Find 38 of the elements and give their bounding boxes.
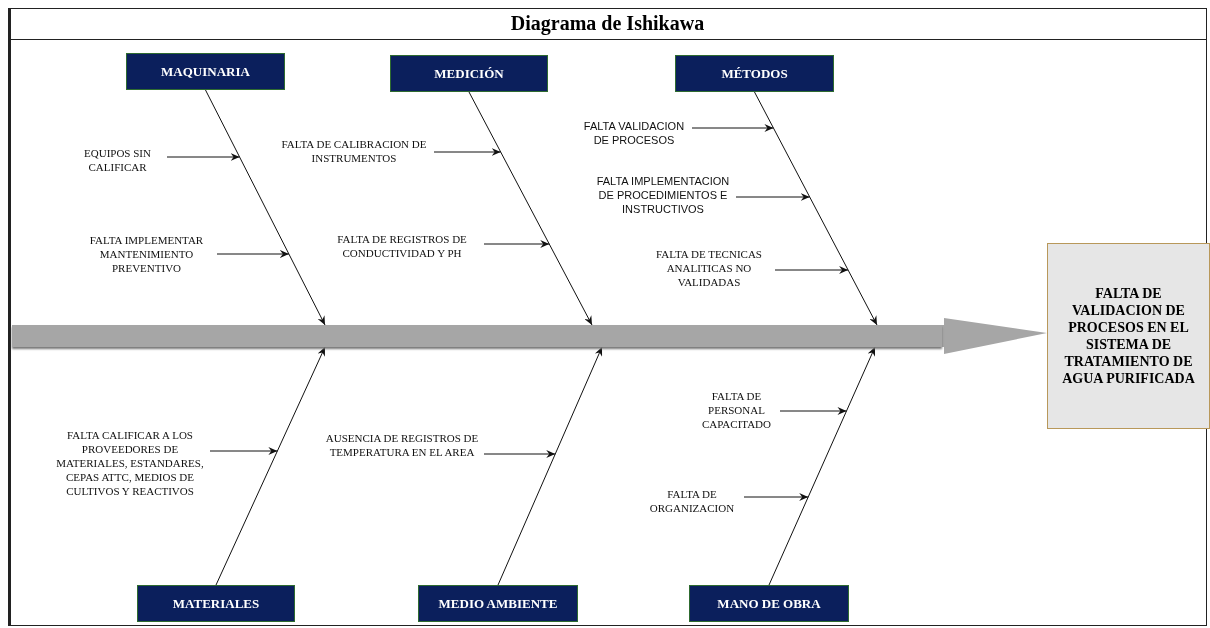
arrow bbox=[216, 250, 290, 258]
arrow bbox=[483, 240, 550, 248]
bone-arrow bbox=[768, 346, 876, 586]
arrow bbox=[433, 148, 502, 156]
arrow bbox=[166, 153, 241, 161]
category-box: MATERIALES bbox=[137, 585, 295, 622]
bone-arrow bbox=[205, 89, 326, 326]
arrow bbox=[483, 450, 556, 458]
bone-arrow bbox=[468, 91, 593, 326]
cause-text: EQUIPOS SIN CALIFICAR bbox=[70, 146, 165, 174]
category-box: MÉTODOS bbox=[675, 55, 834, 92]
arrow bbox=[209, 447, 278, 455]
cause-text: FALTA VALIDACION DE PROCESOS bbox=[578, 119, 690, 147]
cause-text: FALTA IMPLEMENTACION DE PROCEDIMIENTOS E INSTRUCTIVOS bbox=[592, 174, 734, 216]
arrow bbox=[735, 193, 811, 201]
cause-text: FALTA DE REGISTROS DE CONDUCTIVIDAD Y PH bbox=[322, 232, 482, 260]
arrow bbox=[743, 493, 809, 501]
category-box: MEDIO AMBIENTE bbox=[418, 585, 578, 622]
cause-text: FALTA DE CALIBRACION DE INSTRUMENTOS bbox=[276, 137, 432, 165]
cause-text: FALTA DE TECNICAS ANALITICAS NO VALIDADAS bbox=[645, 247, 773, 289]
bone-arrow bbox=[215, 346, 326, 586]
category-box: MANO DE OBRA bbox=[689, 585, 849, 622]
spine-arrow-head bbox=[941, 318, 1047, 354]
bone-arrow bbox=[497, 346, 603, 586]
arrow bbox=[691, 124, 774, 132]
cause-text: FALTA IMPLEMENTAR MANTENIMIENTO PREVENTIVO bbox=[78, 233, 215, 275]
arrow bbox=[779, 407, 847, 415]
spine-bar bbox=[12, 325, 942, 347]
cause-text: AUSENCIA DE REGISTROS DE TEMPERATURA EN EL AREA bbox=[322, 431, 482, 459]
category-box: MAQUINARIA bbox=[126, 53, 285, 90]
bone-arrow bbox=[754, 91, 878, 326]
cause-text: FALTA CALIFICAR A LOS PROVEEDORES DE MATERIALES, ESTANDARES, CEPAS ATTC, MEDIOS DE CULTIVOS Y REACTIVOS bbox=[52, 428, 208, 498]
diagram-title: Diagrama de Ishikawa bbox=[510, 12, 705, 35]
cause-text: FALTA DE ORGANIZACION bbox=[642, 487, 742, 515]
arrow bbox=[774, 266, 849, 274]
category-box: MEDICIÓN bbox=[390, 55, 548, 92]
effect-box: FALTA DE VALIDACION DE PROCESOS EN EL SISTEMA DE TRATAMIENTO DE AGUA PURIFICADA bbox=[1047, 243, 1210, 429]
cause-text: FALTA DE PERSONAL CAPACITADO bbox=[695, 389, 778, 431]
